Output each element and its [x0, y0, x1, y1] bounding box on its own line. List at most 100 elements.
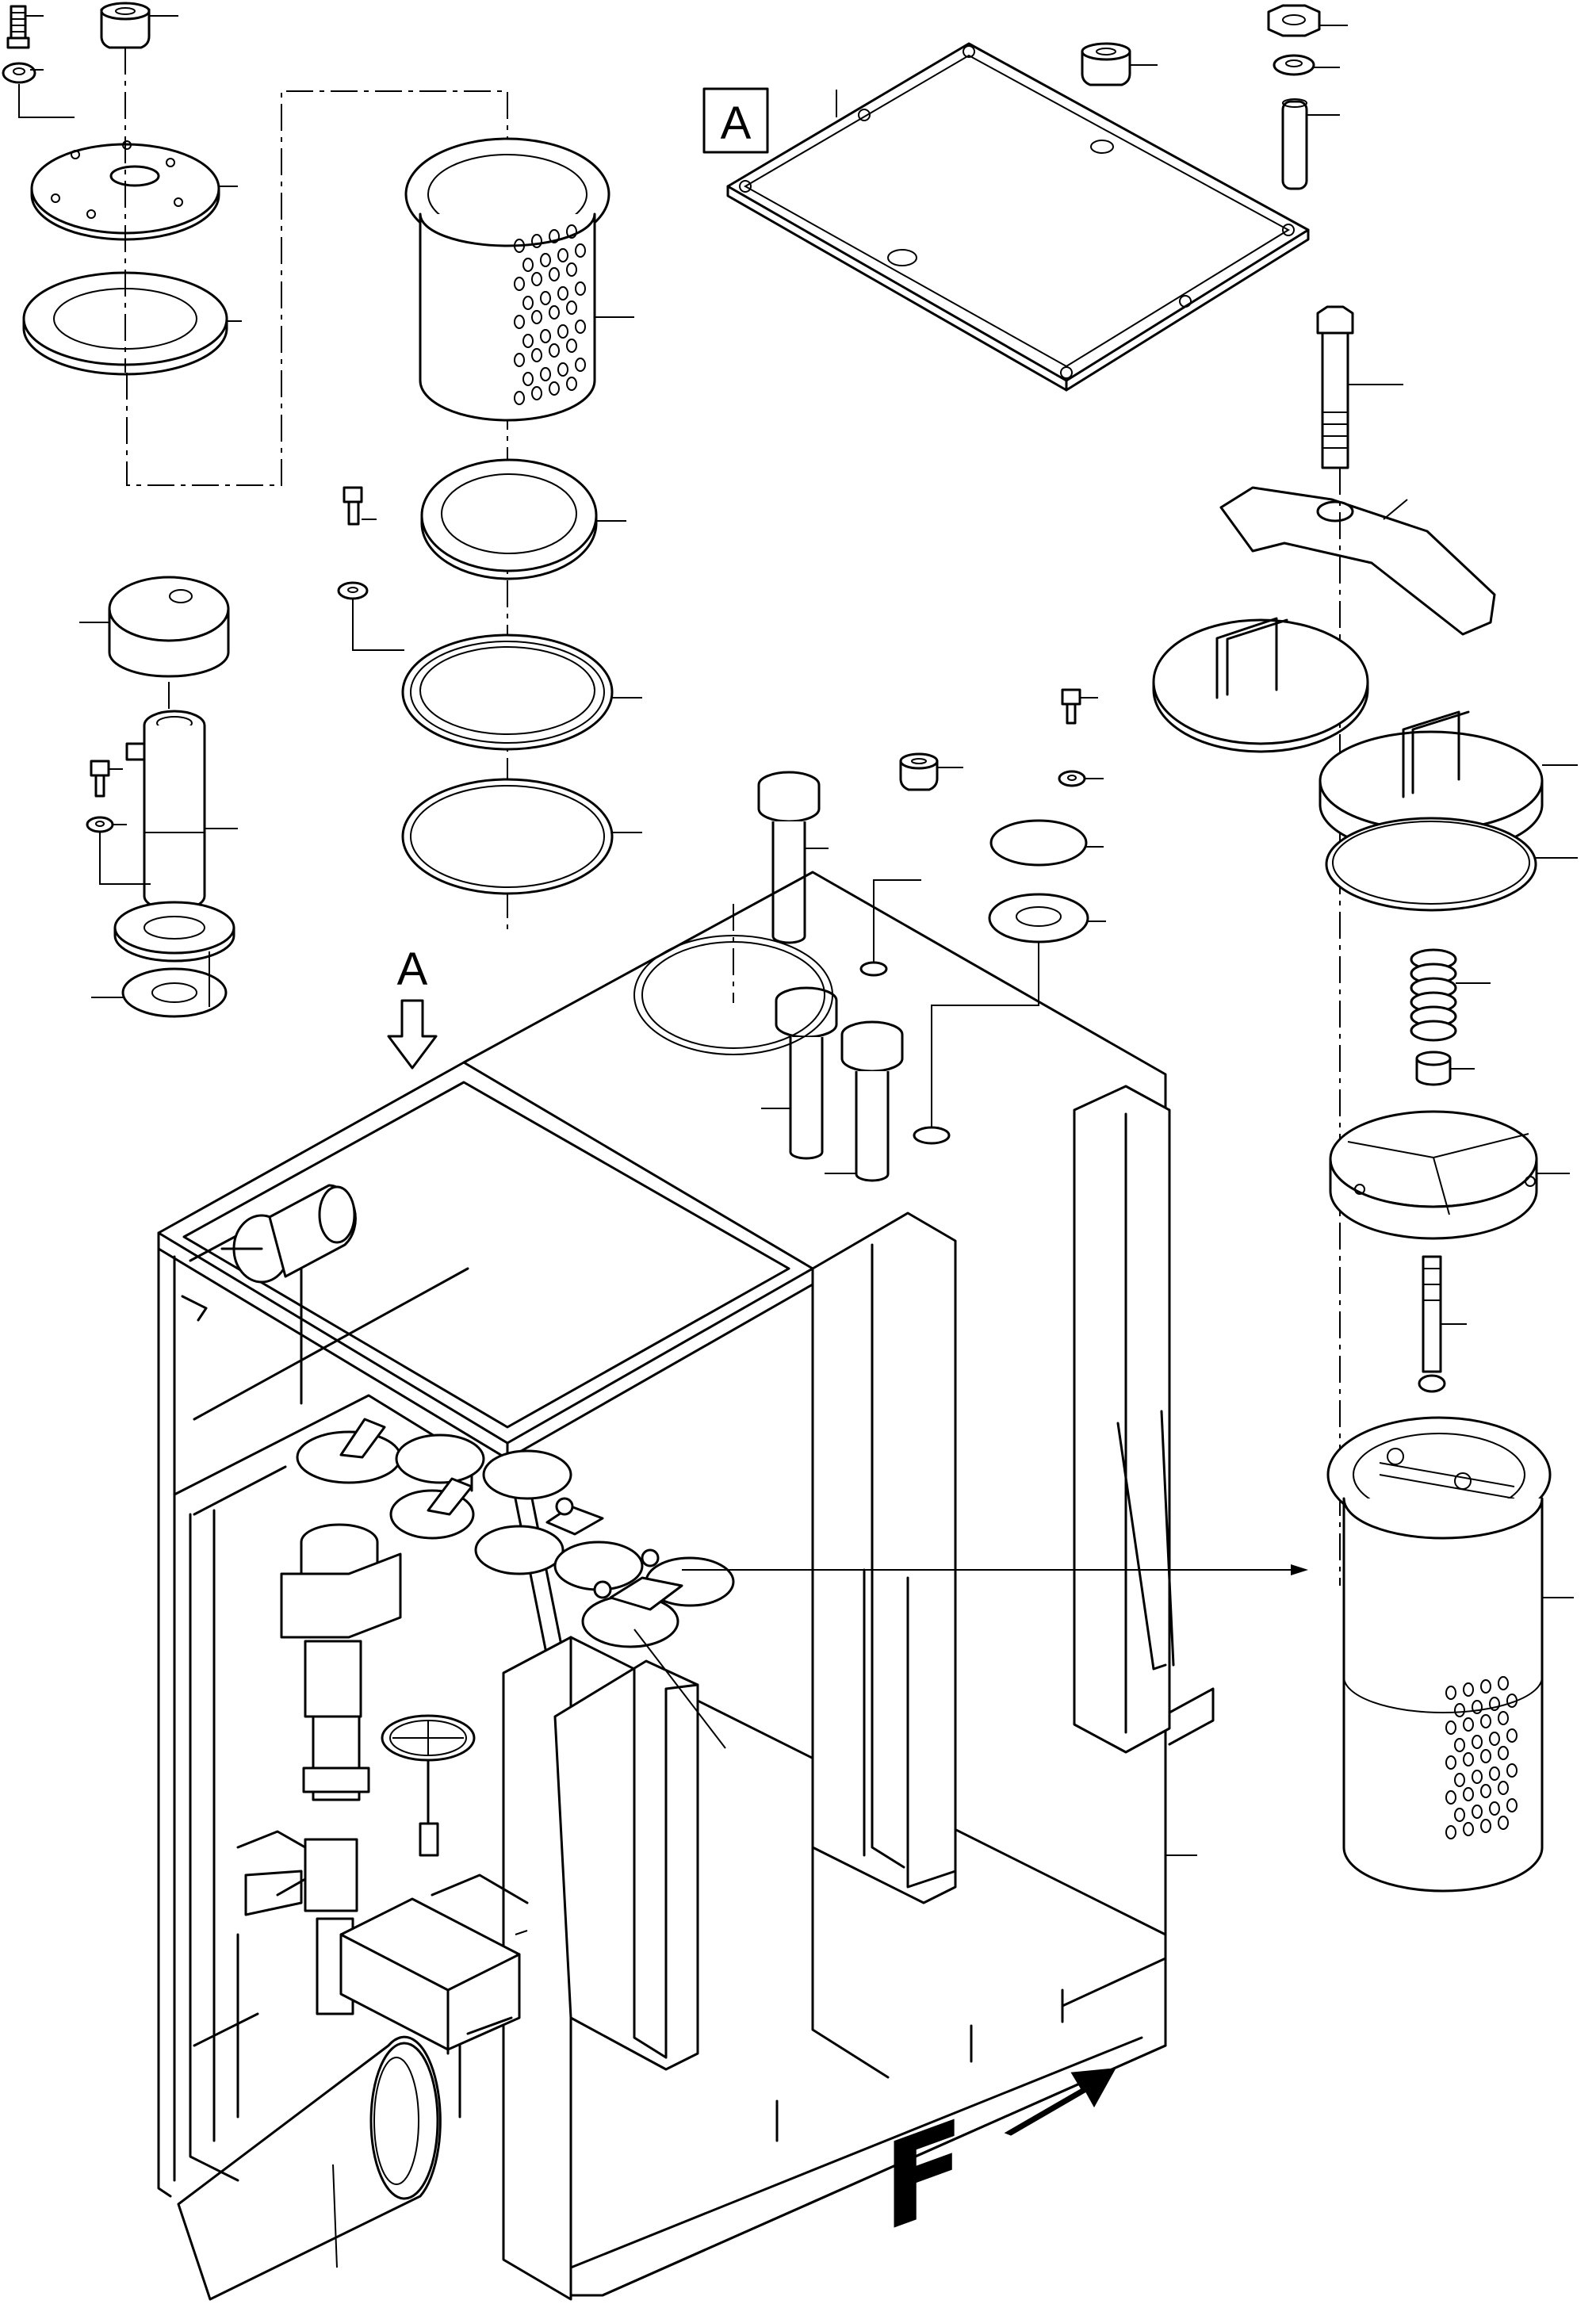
gasket-ring-1: [420, 458, 626, 580]
perforation-hole: [540, 291, 551, 305]
view-arrow-label: A: [397, 943, 428, 995]
hex-bolt-and-clamp: [1219, 305, 1496, 1586]
strainer-basket-upper: [404, 137, 634, 422]
perforation-hole: [1454, 1738, 1465, 1752]
perforation-hole: [1489, 1697, 1500, 1711]
perforation-hole: [514, 315, 525, 329]
perforation-hole: [1454, 1808, 1465, 1822]
perforation-hole: [1454, 1773, 1465, 1787]
perforation-hole: [566, 262, 577, 277]
view-a-lid-panel: A: [702, 42, 1310, 392]
bolt-washer-left: [86, 760, 151, 885]
perforation-hole: [1480, 1784, 1491, 1798]
perforation-hole: [575, 358, 586, 372]
perforation-hole: [1472, 1805, 1483, 1819]
nut-washer-stud: [1267, 4, 1348, 190]
bolt-washer-centre-left: [337, 486, 404, 651]
perforation-hole: [1454, 1703, 1465, 1717]
perforation-hole: [1463, 1787, 1474, 1801]
perforation-hole: [1463, 1717, 1474, 1732]
perforation-hole: [531, 310, 542, 324]
top-left-flange-group: [2, 2, 242, 376]
interior-strainer-tops: [296, 1418, 735, 1749]
perforation-hole: [575, 243, 586, 258]
inspection-ring: [633, 904, 833, 1055]
perforation-hole: [1480, 1714, 1491, 1728]
perforation-hole: [531, 386, 542, 400]
front-label: F: [883, 2092, 964, 2260]
perforation-hole: [540, 367, 551, 381]
perforation-hole: [522, 258, 534, 272]
perforation-hole: [1506, 1728, 1518, 1743]
centre-plug-and-flange: [859, 688, 1106, 1145]
perforation-hole: [1472, 1770, 1483, 1784]
perforation-hole: [1498, 1816, 1509, 1830]
perforation-hole: [1489, 1732, 1500, 1746]
perforation-hole: [1480, 1749, 1491, 1763]
dome-cap-left: [79, 576, 230, 721]
perforation-hole: [1480, 1679, 1491, 1694]
front-arrow-shape: [1004, 2068, 1116, 2136]
perforation-hole: [1472, 1700, 1483, 1714]
perforation-hole: [540, 253, 551, 267]
perforation-hole: [1506, 1798, 1518, 1812]
perforation-hole: [549, 343, 560, 358]
perforation-hole: [522, 334, 534, 348]
perforation-hole: [1472, 1735, 1483, 1749]
perforation-hole: [1498, 1781, 1509, 1795]
strainer-basket-lower: [1326, 1416, 1574, 1893]
perforation-hole: [566, 377, 577, 391]
perforation-hole: [522, 296, 534, 310]
vertical-pins: [757, 771, 904, 1182]
star-cap: [1329, 1110, 1570, 1240]
perforation-hole: [549, 381, 560, 396]
perforation-hole: [549, 305, 560, 320]
perforation-hole: [1506, 1763, 1518, 1778]
perforation-hole: [522, 372, 534, 386]
perforation-hole: [566, 300, 577, 315]
perforation-hole: [1445, 1825, 1456, 1839]
view-arrow-a: A: [387, 943, 438, 1070]
perforation-hole: [1498, 1746, 1509, 1760]
perforation-hole: [1506, 1694, 1518, 1708]
cover-with-handle: [1319, 710, 1578, 912]
perforation-hole: [566, 339, 577, 353]
perforation-hole: [1498, 1676, 1509, 1690]
perforation-hole: [575, 281, 586, 296]
long-stud: [1418, 1255, 1467, 1393]
perforation-hole: [531, 272, 542, 286]
perforation-hole: [1480, 1819, 1491, 1833]
gasket-ring-2: [401, 633, 642, 751]
perforation-hole: [549, 229, 560, 243]
perforation-hole: [514, 353, 525, 367]
main-tank-body: [157, 871, 1215, 2301]
cylinder-column: [91, 710, 238, 1018]
handle-plate: [1152, 617, 1369, 753]
perforation-hole: [514, 391, 525, 405]
perforation-hole: [531, 348, 542, 362]
perforation-hole: [557, 248, 568, 262]
perforation-hole: [514, 277, 525, 291]
perforation-hole: [575, 320, 586, 334]
perforation-hole: [1445, 1686, 1456, 1700]
front-direction-arrow: F: [883, 2068, 1116, 2260]
callout-arrowhead: [1291, 1564, 1308, 1575]
perforation-hole: [1463, 1752, 1474, 1766]
perforation-hole: [1489, 1766, 1500, 1781]
gasket-ring-3: [401, 778, 642, 895]
perforation-hole: [557, 362, 568, 377]
perforation-hole: [540, 329, 551, 343]
perforation-hole: [549, 267, 560, 281]
perforation-hole: [514, 239, 525, 253]
perforation-hole: [1489, 1801, 1500, 1816]
left-interior-members: [189, 1509, 307, 2182]
view-label: A: [721, 98, 752, 149]
plug-lid-centre: [1081, 42, 1158, 86]
perforation-hole: [1463, 1822, 1474, 1836]
perforation-hole: [531, 234, 542, 248]
spring-and-collar: [1410, 948, 1491, 1086]
motor-unit: [181, 1184, 357, 1322]
perforation-hole: [1445, 1790, 1456, 1805]
valve-and-pipe: [177, 1523, 529, 2301]
